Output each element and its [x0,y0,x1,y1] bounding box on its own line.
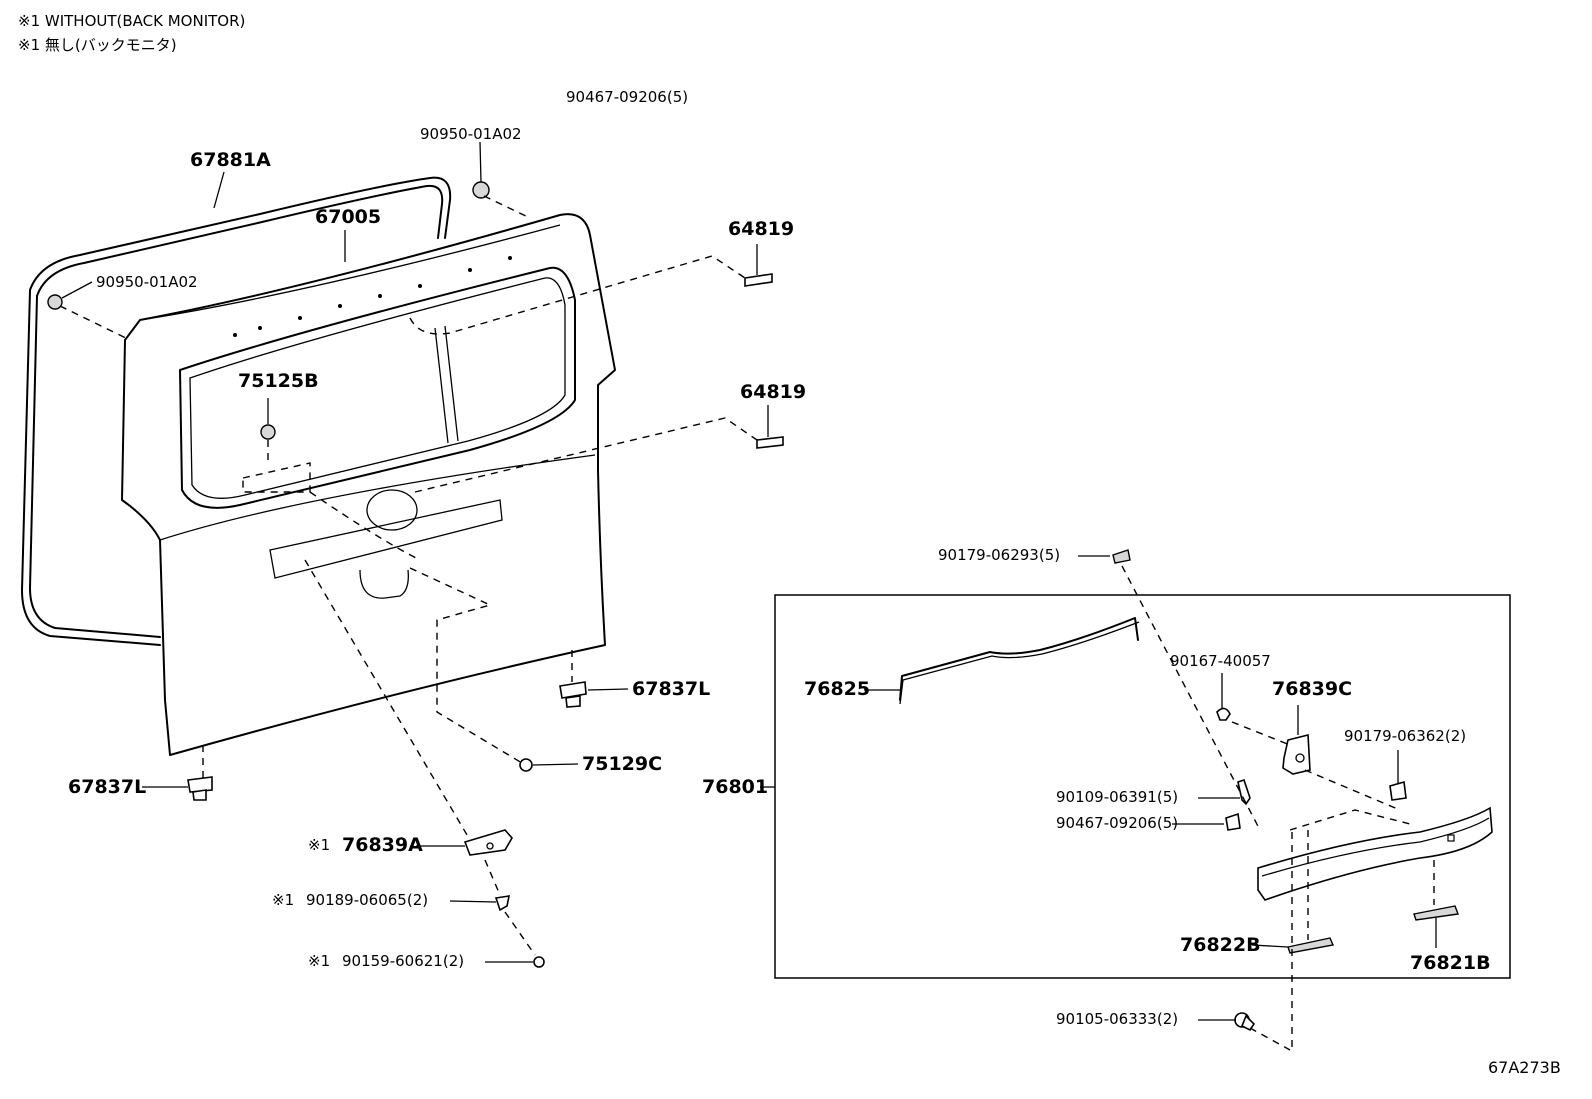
label-67837L-left: 67837L [68,776,147,798]
mark-90159: ※1 [308,952,331,970]
plate-76821B [1413,905,1459,921]
grommet-90950-left [47,294,63,310]
rod-76825 [899,617,1140,705]
label-90167-40057: 90167-40057 [1170,652,1271,670]
bracket-76839C [1282,733,1311,775]
label-67837L-right: 67837L [632,678,711,700]
back-door-67005 [121,213,616,756]
clip-75125B [260,424,276,440]
label-67881A: 67881A [190,149,271,171]
label-76801: 76801 [702,776,769,798]
footnote-english: ※1 WITHOUT(BACK MONITOR) [18,12,246,30]
label-90109-06391: 90109-06391(5) [1056,788,1179,806]
label-90189-06065: 90189-06065(2) [306,891,429,909]
label-75125B: 75125B [238,370,319,392]
tape-64819-b [756,436,784,449]
garnish-bar [1257,806,1493,901]
stopper-67837L-left [187,776,213,801]
diagram-code: 67A273B [1488,1058,1561,1077]
screw-90109-06391 [1237,778,1251,806]
mark-76839A: ※1 [308,836,331,854]
mark-90189: ※1 [272,891,295,909]
tape-64819-a [744,273,773,287]
label-90950-01A02-top: 90950-01A02 [420,125,522,143]
label-76822B: 76822B [1180,934,1261,956]
label-90467-09206-top: 90467-09206(5) [566,88,689,106]
camera-bracket-76839A [463,829,513,856]
screw-90189 [494,895,511,912]
label-90159-60621: 90159-60621(2) [342,952,465,970]
stopper-67837L-right [559,681,587,708]
label-90179-06362: 90179-06362(2) [1344,727,1467,745]
clip-90467-09206 [1225,812,1241,831]
screw-90159 [533,956,545,968]
label-67005: 67005 [315,206,382,228]
label-64819-b: 64819 [740,381,807,403]
clip-90179-06293 [1112,549,1131,564]
label-76839A: 76839A [342,834,423,856]
label-75129C: 75129C [582,753,663,775]
label-90950-01A02-left: 90950-01A02 [96,273,198,291]
clip-90167-40057 [1216,707,1231,721]
label-90467-09206-inner: 90467-09206(5) [1056,814,1179,832]
label-90105-06333: 90105-06333(2) [1056,1010,1179,1028]
nut-75129C [519,758,533,772]
clip-90179-06362 [1389,780,1407,801]
label-64819-a: 64819 [728,218,795,240]
screw-90105 [1234,1012,1256,1032]
weatherstrip-67881A [21,176,452,646]
plate-76822B [1287,937,1334,954]
label-90179-06293: 90179-06293(5) [938,546,1061,564]
label-76839C: 76839C [1272,678,1353,700]
footnote-japanese: ※1 無し(バックモニタ) [18,36,177,54]
grommet-90950-top [472,181,490,199]
label-76825: 76825 [804,678,871,700]
label-76821B: 76821B [1410,952,1491,974]
